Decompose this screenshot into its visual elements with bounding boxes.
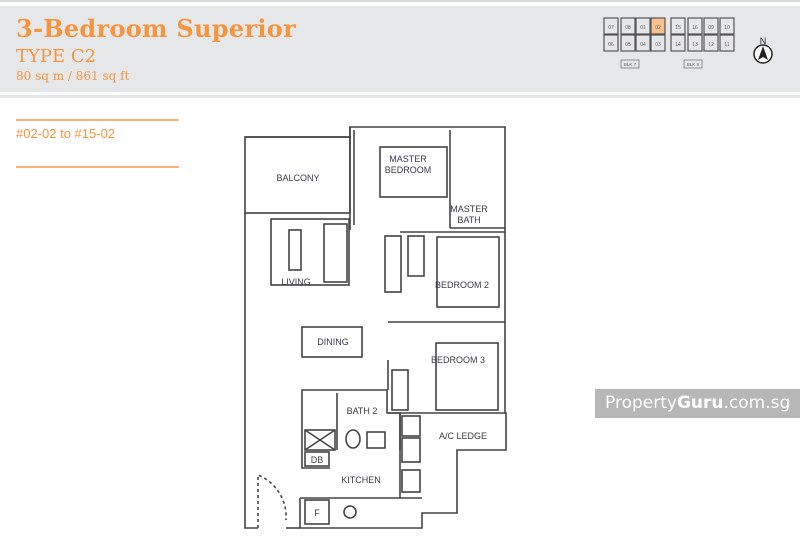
unit-area: 80 sq m / 861 sq ft: [16, 69, 130, 83]
key-plan-unit-label: 15: [675, 25, 681, 31]
key-plan-unit-03: [650, 34, 666, 52]
key-plan-unit-label: 10: [724, 25, 730, 31]
units-top-rule: [16, 119, 179, 121]
balcony-label: BALCONY: [276, 173, 319, 183]
key-plan-unit-10: [719, 17, 735, 35]
key-plan-unit-08: [620, 17, 636, 35]
master-bath-label-1: MASTER: [450, 204, 488, 214]
key-plan-unit-16: [687, 17, 703, 35]
block-label: BLK 9: [687, 62, 700, 67]
watermark-part1: Property: [605, 393, 677, 413]
key-plan-unit-13: [687, 34, 703, 52]
bedroom2-label: BEDROOM 2: [435, 280, 489, 290]
key-plan-unit-02: [650, 17, 666, 35]
key-plan-unit-label: 14: [675, 42, 681, 48]
key-plan-unit-label: 02: [655, 25, 661, 31]
page-title: 3-Bedroom Superior: [16, 14, 297, 43]
key-plan-unit-12: [703, 34, 719, 52]
key-plan-unit-label: 12: [708, 42, 714, 48]
watermark-part3: .com.sg: [723, 393, 791, 413]
key-plan-unit-label: 01: [640, 25, 646, 31]
bath2-label: BATH 2: [347, 406, 378, 416]
master-bedroom-label-1: MASTER: [389, 154, 427, 164]
unit-type: TYPE C2: [16, 46, 97, 67]
kitchen-label: KITCHEN: [341, 475, 381, 485]
units-bottom-rule: [16, 166, 179, 168]
dining-label: DINING: [317, 337, 349, 347]
watermark-part2: Guru: [676, 393, 724, 413]
top-divider: [0, 0, 800, 2]
key-plan-unit-11: [719, 34, 735, 52]
key-plan-unit-01: [635, 17, 651, 35]
key-plan-unit-15: [670, 17, 686, 35]
key-plan-unit-label: 04: [640, 42, 646, 48]
key-plan-unit-label: 07: [608, 25, 614, 31]
key-plan-unit-04: [635, 34, 651, 52]
master-bath-label-2: BATH: [457, 215, 480, 225]
ac-ledge-label: A/C LEDGE: [439, 431, 487, 441]
key-plan-unit-label: 06: [608, 42, 614, 48]
block-tag: [683, 59, 703, 69]
header-panel: 3-Bedroom Superior TYPE C2 80 sq m / 861…: [0, 6, 800, 92]
key-plan-unit-05: [620, 34, 636, 52]
bedroom3-label: BEDROOM 3: [431, 355, 485, 365]
propertyguru-watermark: PropertyGuru.com.sg: [595, 389, 800, 418]
master-bedroom-label-2: BEDROOM: [385, 165, 432, 175]
db-label: DB: [311, 455, 324, 465]
key-plan-unit-label: 05: [625, 42, 631, 48]
unit-range: #02-02 to #15-02: [16, 126, 116, 141]
key-plan-unit-label: 16: [692, 25, 698, 31]
block-label: BLK 7: [624, 62, 637, 67]
key-plan-unit-label: 11: [724, 42, 729, 48]
svg-text:N: N: [760, 36, 767, 46]
block-tag: [620, 59, 640, 69]
key-plan-unit-label: 13: [692, 42, 698, 48]
fridge-label: F: [314, 508, 320, 518]
header-divider: [0, 95, 800, 98]
key-plan-unit-09: [703, 17, 719, 35]
living-label: LIVING: [281, 277, 311, 287]
north-arrow-icon: N: [753, 36, 773, 64]
key-plan-unit-06: [603, 34, 619, 52]
key-plan-unit-label: 08: [625, 25, 631, 31]
key-plan-unit-label: 03: [655, 42, 661, 48]
key-plan-unit-label: 09: [708, 25, 714, 31]
key-plan-unit-07: [603, 17, 619, 35]
key-plan-unit-14: [670, 34, 686, 52]
